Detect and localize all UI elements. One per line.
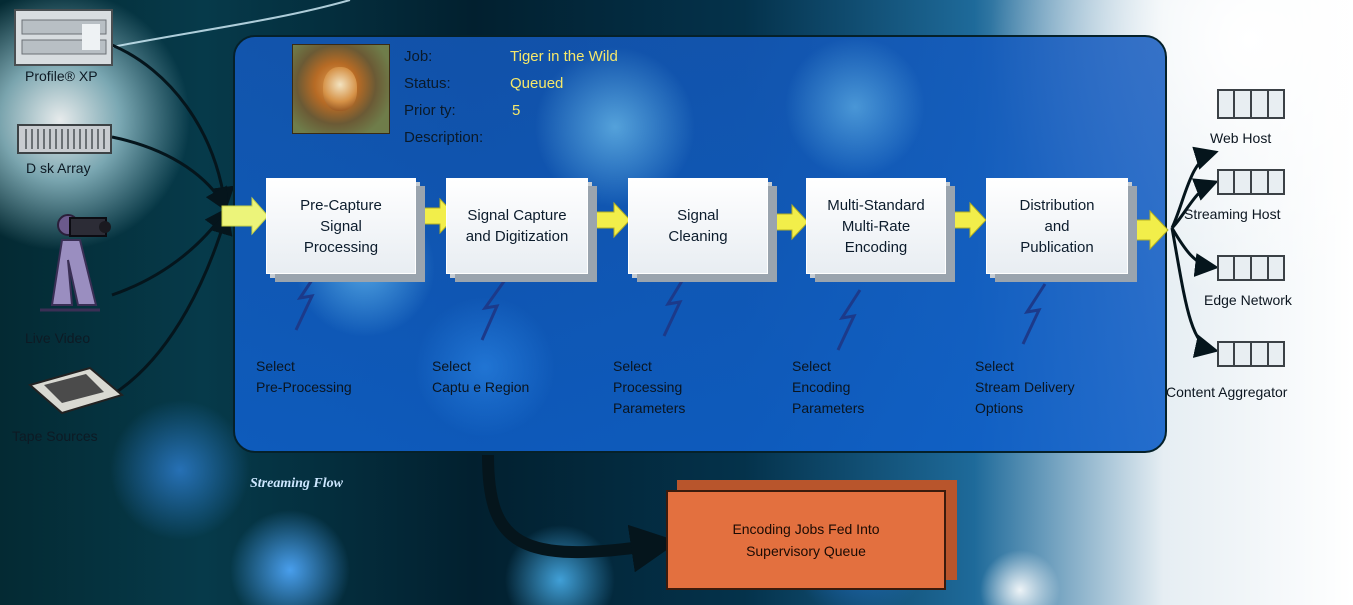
destination-label: Edge Network [1204,292,1292,308]
bolt-icon [662,275,687,337]
stage-line: Signal [320,217,362,235]
control-line: Processing [613,379,683,395]
control-line: Select [432,358,471,374]
stage-line: Signal Capture [467,207,567,224]
queue-line: Encoding Jobs Fed Into [732,521,880,537]
source-label: Profile® XP [25,68,98,84]
queue-line: Supervisory Queue [746,543,866,559]
destination-label: Streaming Host [1184,206,1281,222]
stage-arrow [769,203,809,241]
stage-line: Multi-Standard [827,196,925,214]
stage-line: Cleaning [668,228,728,245]
job-value: Tiger in the Wild [510,48,618,65]
source-label: Live Video [25,330,91,346]
source-connector [111,210,233,397]
control-line: Stream Delivery [975,379,1075,395]
status-label: Status: [404,75,451,92]
control-line: Parameters [792,400,865,416]
control-line: Encoding [792,379,851,395]
host-rack-icon [1217,255,1285,281]
description-label: Description: [404,129,484,146]
output-arrow [1129,209,1169,251]
control-line: Select [975,358,1014,374]
stage-line: Signal [677,207,719,224]
control-line: Options [975,400,1024,416]
bolt-icon [294,267,322,331]
stage-signal-capture: Signal Capture and Digitization [446,178,588,274]
status-value: Queued [510,75,564,92]
bolt-icon [480,279,507,341]
streaming-flow-label: Streaming Flow [250,476,343,491]
stage-line: Encoding [844,238,908,256]
queue-arrow [482,454,679,573]
tiger-image [323,67,357,111]
control-line: Select [256,358,295,374]
destination-connector [1170,146,1219,229]
source-label: D sk Array [26,160,91,176]
host-rack-icon [1217,89,1285,119]
stage-line: Publication [1020,238,1094,256]
control-line: Parameters [613,400,686,416]
camera-operator-icon [40,214,111,312]
destination-connector [1170,227,1219,277]
bolt-icon [1021,283,1047,345]
stage-arrow [947,201,987,239]
destination-label: Content Aggregator [1166,384,1288,400]
host-rack-icon [1217,341,1285,367]
destination-connector [1170,227,1219,358]
destination-label: Web Host [1210,130,1272,146]
stage-line: Pre-Capture [300,196,382,214]
stage-line: Distribution [1019,196,1095,214]
source-connector [111,135,228,213]
job-thumbnail [292,44,390,134]
disk-array-icon [17,124,112,154]
stage-line: and Digitization [465,228,569,245]
source-connector [111,43,235,211]
control-bolts [294,267,1047,351]
control-line: Captu e Region [432,379,530,395]
bolt-icon [836,289,862,351]
priority-value: 5 [512,102,521,119]
control-line: Select [613,358,652,374]
server-icon [14,9,113,66]
tape-icon [27,366,125,415]
priority-label: Prior ty: [404,102,456,119]
control-line: Pre-Processing [256,379,352,395]
job-label: Job: [404,48,433,65]
host-rack-icon [1217,169,1285,195]
stage-arrow [591,201,631,239]
destination-connector [1170,178,1219,230]
stage-line: and [1044,217,1070,235]
source-label: Tape Sources [12,428,98,444]
stage-line: Processing [303,238,379,256]
stage-line: Multi-Rate [841,217,911,235]
input-arrow [221,196,269,236]
control-line: Select [792,358,831,374]
